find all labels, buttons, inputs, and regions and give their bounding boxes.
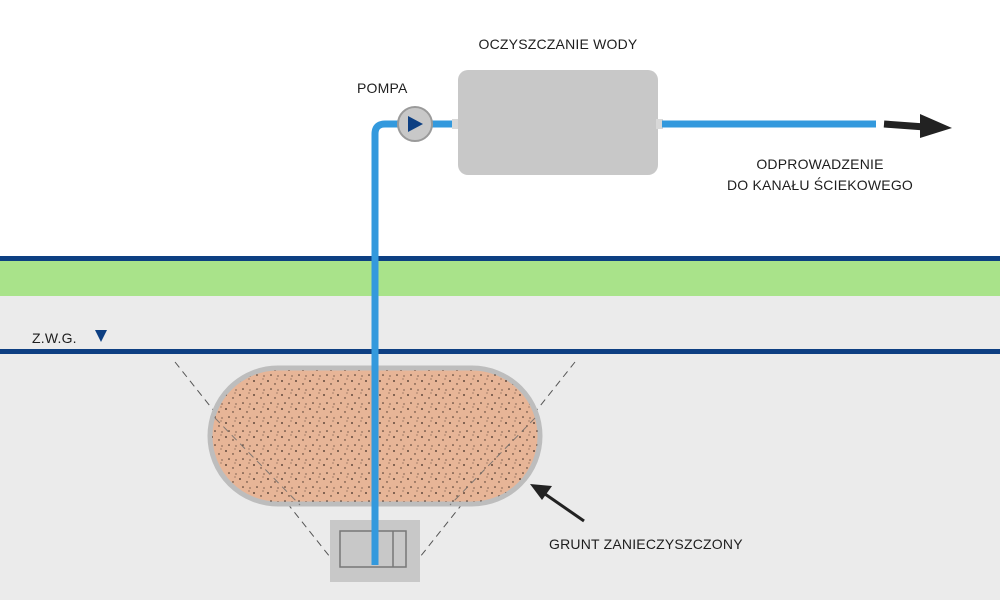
arrow-up-left-icon <box>530 484 585 523</box>
water-treatment-unit <box>458 70 658 175</box>
pump-label: POMPA <box>357 80 408 96</box>
groundwater-line <box>0 349 1000 354</box>
extraction-pipe <box>371 120 400 565</box>
triangle-down-icon <box>95 330 107 342</box>
discharge-label-line2: DO KANAŁU ŚCIEKOWEGO <box>726 177 914 193</box>
pump-icon <box>397 106 433 142</box>
groundwater-level-label: Z.W.G. <box>32 330 77 346</box>
arrow-right-icon <box>883 114 952 138</box>
grass-strip <box>0 258 1000 296</box>
contaminated-soil-label: GRUNT ZANIECZYSZCZONY <box>549 536 743 552</box>
water-treatment-label: OCZYSZCZANIE WODY <box>478 36 638 52</box>
surface-line <box>0 256 1000 261</box>
discharge-label-line1: ODPROWADZENIE <box>756 156 884 172</box>
